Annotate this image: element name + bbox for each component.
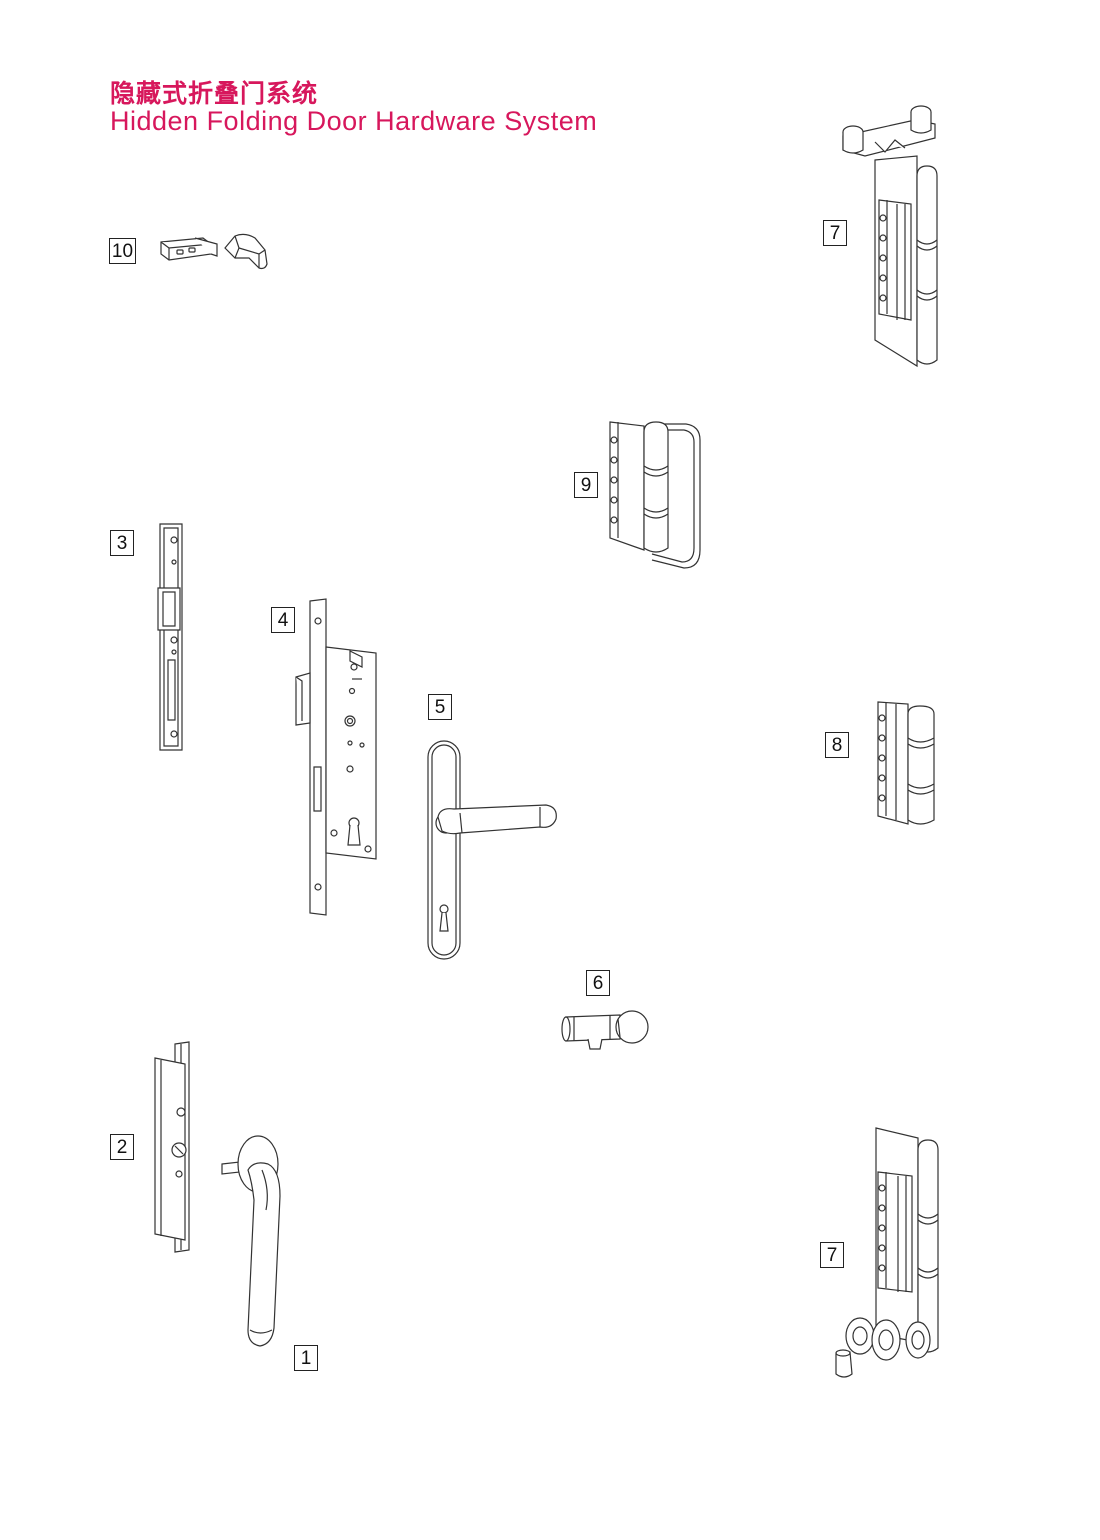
label-1: 1 (294, 1345, 318, 1371)
title-english: Hidden Folding Door Hardware System (110, 106, 598, 136)
hinge-top-pivot-drawing (835, 100, 950, 370)
mortise-lock-drawing (290, 595, 390, 920)
label-3: 3 (110, 530, 134, 556)
label-8: 8 (825, 732, 849, 758)
end-cap-drawing (155, 228, 275, 278)
strike-plate-drawing (150, 520, 195, 755)
hinge-bottom-roller-drawing (830, 1122, 950, 1382)
lever-handle-drawing (420, 735, 565, 965)
label-7-top: 7 (823, 220, 847, 246)
lock-cylinder-drawing (560, 1005, 655, 1060)
title-chinese: 隐藏式折叠门系统 (110, 79, 319, 108)
label-2: 2 (110, 1134, 134, 1160)
window-handle-drawing (218, 1130, 298, 1355)
label-5: 5 (428, 694, 452, 720)
label-4: 4 (271, 607, 295, 633)
label-7-bottom: 7 (820, 1242, 844, 1268)
label-9: 9 (574, 472, 598, 498)
handle-hinge-drawing (600, 410, 715, 575)
hinge-drawing (868, 692, 943, 832)
transmission-bolt-drawing (145, 1040, 215, 1255)
label-10: 10 (109, 238, 136, 264)
label-6: 6 (586, 970, 610, 996)
